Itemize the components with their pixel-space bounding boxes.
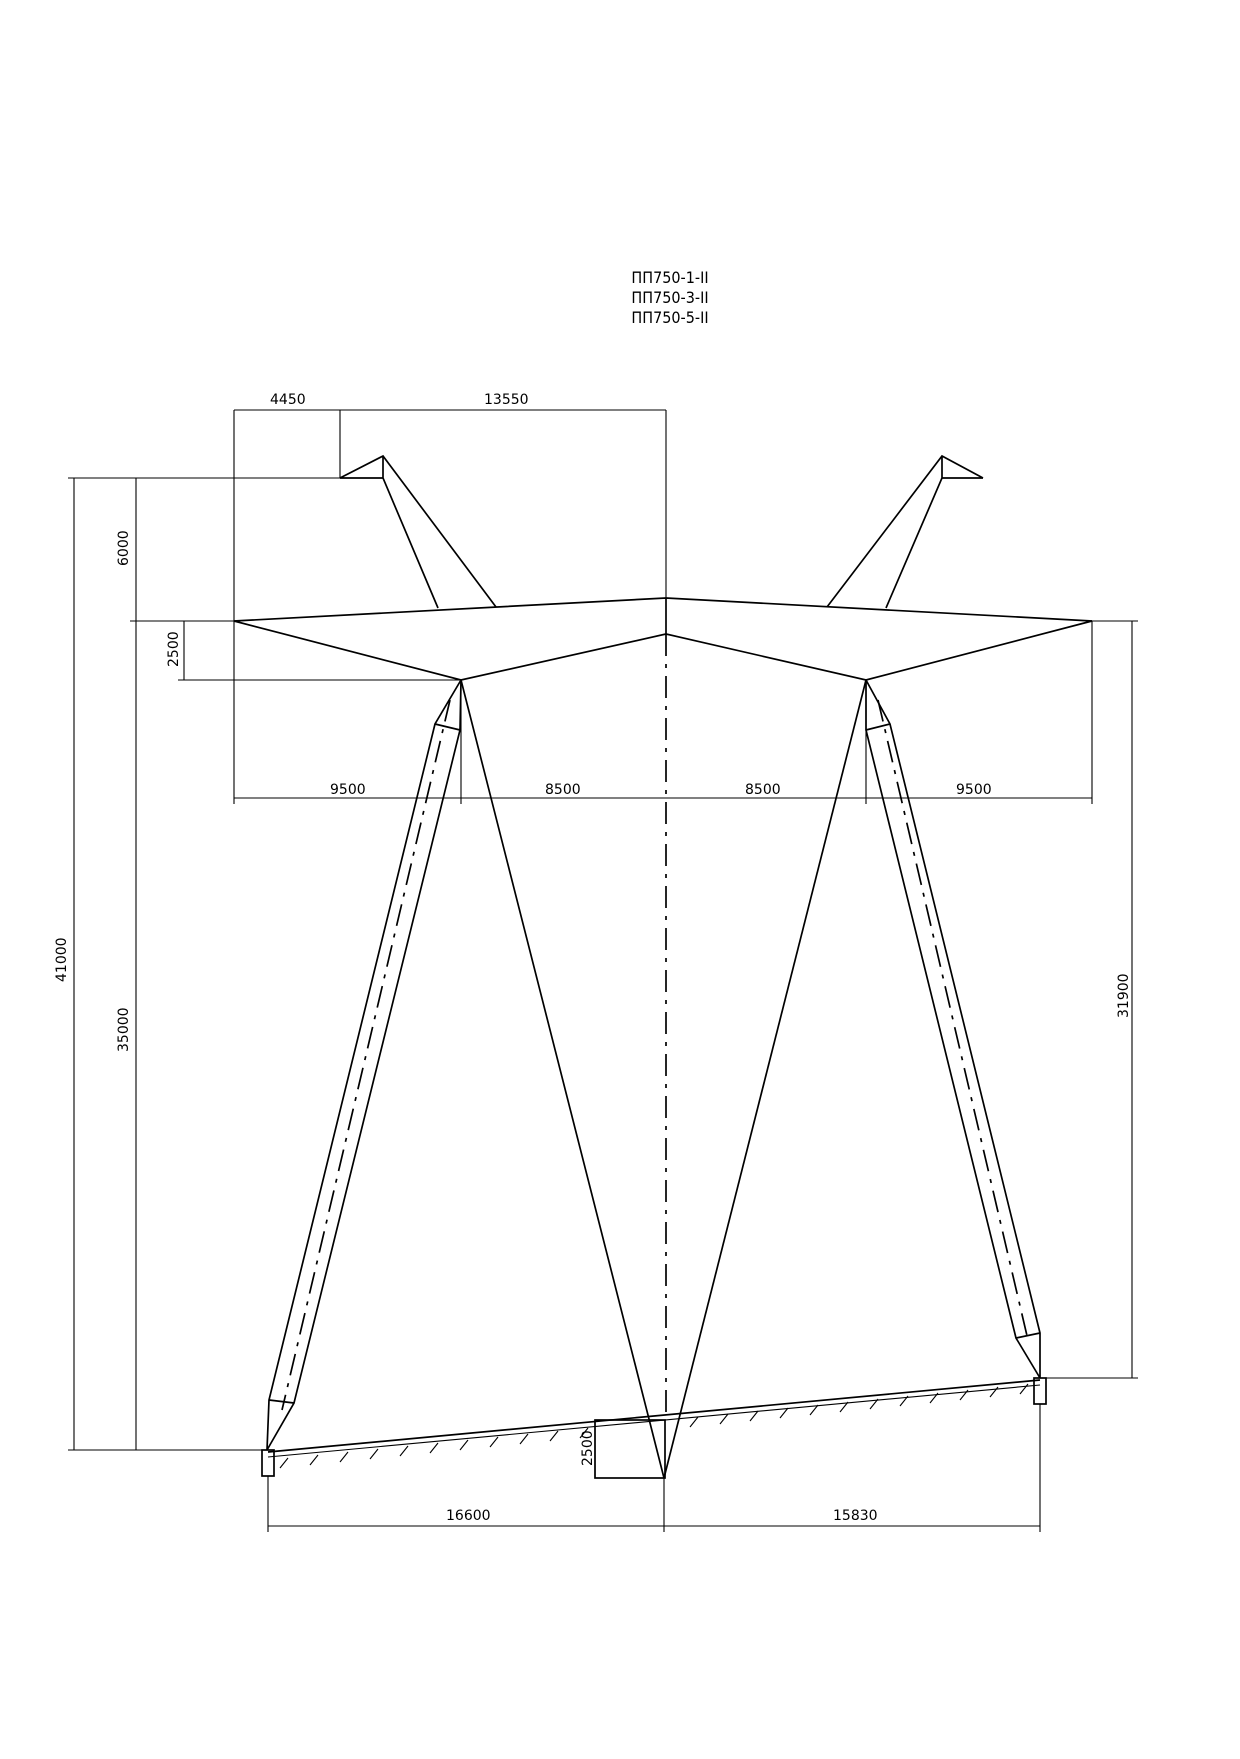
ground-line (267, 1379, 1041, 1469)
right-outer-leg (865, 679, 1041, 1379)
left-foundation (261, 1449, 275, 1477)
dim-right-outer: 9500 (956, 782, 992, 798)
crossarm-bottom-right (665, 620, 1093, 681)
title-line-3: ПП750-5-II (631, 308, 709, 327)
title-block: ПП750-1-II ПП750-3-II ПП750-5-II (600, 268, 740, 328)
dim-peak-height: 6000 (116, 530, 132, 566)
right-inner-leg (663, 679, 867, 1479)
title-line-1: ПП750-1-II (631, 268, 709, 287)
dim-right-inner: 8500 (745, 782, 781, 798)
left-peak (339, 454, 497, 609)
dim-right-height: 31900 (1116, 973, 1132, 1018)
dimensions: 4450 13550 41000 6000 35000 2500 31900 9… (54, 392, 1138, 1532)
dim-arm-to-axis: 13550 (484, 392, 529, 408)
left-outer-leg (266, 679, 462, 1451)
crossarm-bottom-left (233, 620, 667, 681)
tower-structure (233, 454, 1093, 1479)
dim-ground-step: 2500 (580, 1430, 596, 1466)
left-outer-leg-axis (281, 699, 451, 1411)
dim-base-left: 16600 (446, 1508, 491, 1524)
right-foundation (1033, 1377, 1047, 1405)
dim-total-height: 41000 (54, 937, 70, 982)
crossarm-top-chord (233, 597, 1093, 622)
dim-left-outer: 9500 (330, 782, 366, 798)
title-line-2: ПП750-3-II (631, 288, 709, 307)
dim-beam-depth: 2500 (166, 631, 182, 667)
left-inner-leg (460, 679, 665, 1479)
center-foundation (594, 1419, 666, 1479)
dim-beam-height: 35000 (116, 1007, 132, 1052)
right-peak (826, 454, 984, 609)
dim-arm-offset: 4450 (270, 392, 306, 408)
dim-left-inner: 8500 (545, 782, 581, 798)
dim-base-right: 15830 (833, 1508, 878, 1524)
right-outer-leg-axis (877, 699, 1029, 1341)
